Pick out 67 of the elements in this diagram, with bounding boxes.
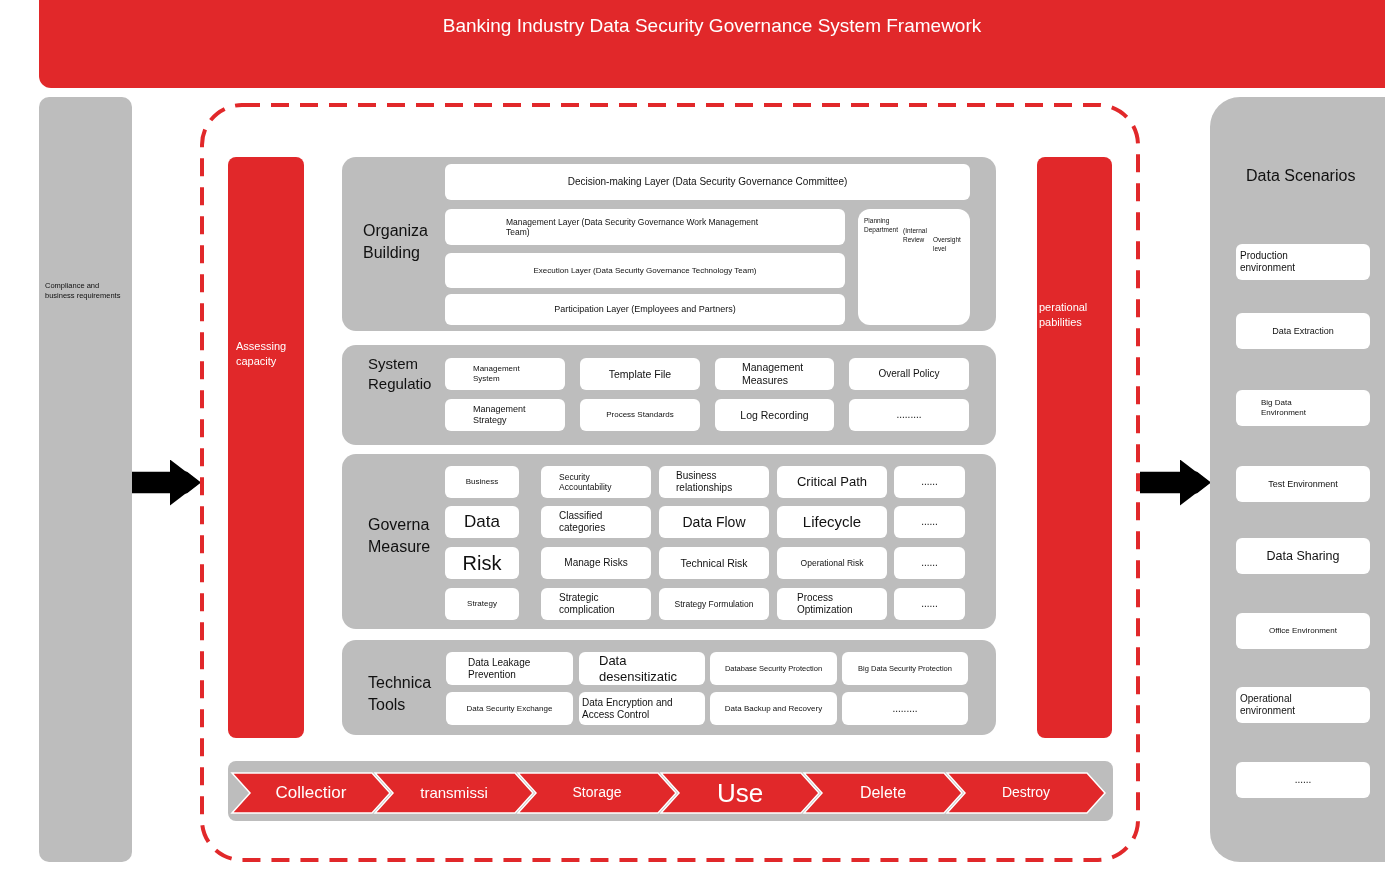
scenario-box: Office Environment — [1236, 613, 1370, 649]
measure-item: Business — [445, 466, 519, 498]
regulation-item: Management Measures — [715, 358, 834, 390]
bar-label: perational pabilities — [1039, 300, 1089, 330]
section-panel — [342, 157, 996, 331]
scenario-box: Test Environment — [1236, 466, 1370, 502]
scenario-box: Data Sharing — [1236, 538, 1370, 574]
regulation-item: Log Recording — [715, 399, 834, 431]
diagram-title: Banking Industry Data Security Governance System Framework — [441, 15, 983, 37]
regulation-item: Management Strategy — [445, 399, 565, 431]
regulation-item: ......... — [849, 399, 969, 431]
scenario-box: ...... — [1236, 762, 1370, 798]
tool-item: Data Backup and Recovery — [710, 692, 837, 725]
layer-box: Execution Layer (Data Security Governance Technology Team) — [445, 253, 845, 288]
measure-item: Data — [445, 506, 519, 538]
measure-item: Process Optimization — [777, 588, 887, 620]
measure-item: Strategy Formulation — [659, 588, 769, 620]
measure-item: Lifecycle — [777, 506, 887, 538]
column-heading: Data Scenarios — [1246, 166, 1357, 186]
tool-item: Data Encryption and Access Control — [579, 692, 705, 725]
capability-bar — [228, 157, 304, 738]
panel-heading: Organiza Building — [363, 221, 429, 263]
measure-item: Data Flow — [659, 506, 769, 538]
panel-heading: Governa Measure — [368, 515, 432, 557]
measure-item: Technical Risk — [659, 547, 769, 579]
lifecycle-band — [226, 759, 1115, 823]
measure-item: Strategic complication — [541, 588, 651, 620]
measure-item: Manage Risks — [541, 547, 651, 579]
bar-label: Assessing capacity — [236, 339, 288, 369]
measure-item: ...... — [894, 588, 965, 620]
measure-item: ...... — [894, 506, 965, 538]
tool-item: Data Leakage Prevention — [446, 652, 573, 685]
scenario-box: Operational environment — [1236, 687, 1370, 723]
measure-item: Operational Risk — [777, 547, 887, 579]
tool-item: Data Security Exchange — [446, 692, 573, 725]
scenario-box: Big Data Environment — [1236, 390, 1370, 426]
dashed-frame — [200, 103, 1140, 862]
measure-item: Strategy — [445, 588, 519, 620]
tool-item: ......... — [842, 692, 968, 725]
panel-heading: Technica Tools — [368, 673, 433, 715]
block-arrow — [1140, 459, 1210, 506]
requirements-column — [39, 97, 132, 862]
oversight-box — [858, 209, 970, 325]
measure-item: Critical Path — [777, 466, 887, 498]
capability-bar — [1037, 157, 1112, 738]
regulation-item: Template File — [580, 358, 700, 390]
layer-box: Participation Layer (Employees and Partners) — [445, 294, 845, 325]
scenario-box: Data Extraction — [1236, 313, 1370, 349]
measure-item: Classified categories — [541, 506, 651, 538]
regulation-item: Process Standards — [580, 399, 700, 431]
panel-heading: System Regulatio — [368, 354, 433, 395]
measure-item: Business relationships — [659, 466, 769, 498]
section-panel — [342, 640, 996, 735]
tool-item: Data desensitizatic — [579, 652, 705, 685]
measure-item: Risk — [445, 547, 519, 579]
regulation-item: Management System — [445, 358, 565, 390]
block-arrow — [132, 459, 200, 506]
layer-box: Decision-making Layer (Data Security Governance Committee) — [445, 164, 970, 200]
section-panel — [342, 345, 996, 445]
measure-item: ...... — [894, 547, 965, 579]
measure-item: Security Accountability — [541, 466, 651, 498]
measure-item: ...... — [894, 466, 965, 498]
section-panel — [342, 454, 996, 629]
layer-box: Management Layer (Data Security Governance Work Management Team) — [445, 209, 845, 245]
regulation-item: Overall Policy — [849, 358, 969, 390]
scenario-column — [1210, 97, 1385, 862]
scenario-box: Production environment — [1236, 244, 1370, 280]
